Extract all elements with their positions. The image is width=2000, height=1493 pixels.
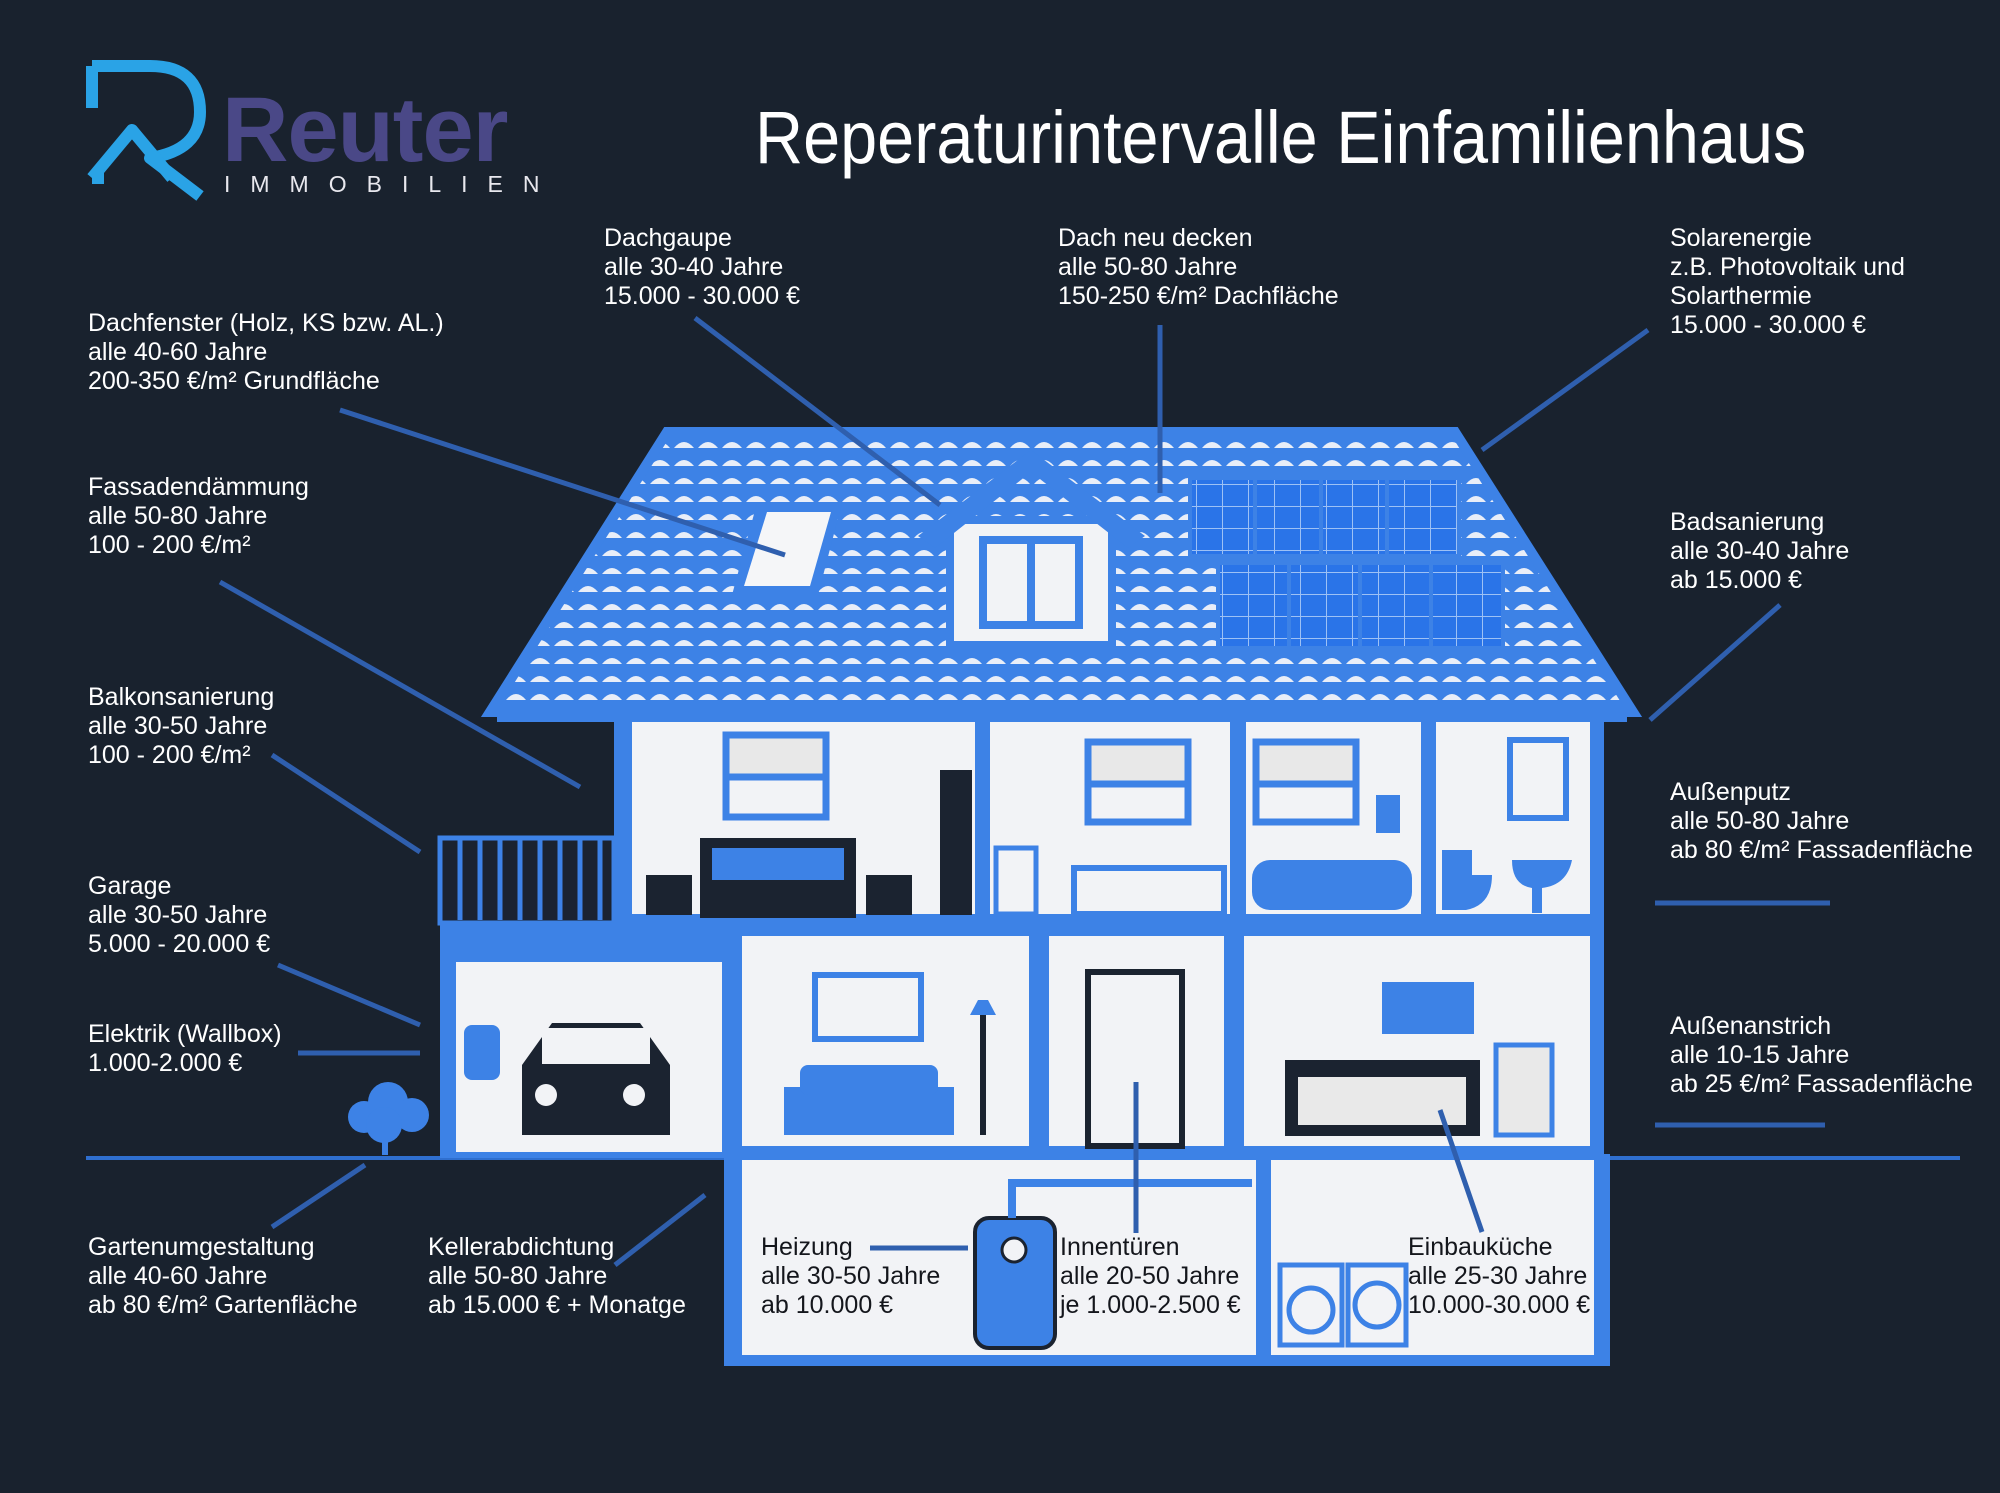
logo-mark [86,60,206,201]
label-balkon: Balkonsanierung alle 30-50 Jahre 100 - 2… [88,683,275,769]
label-anstrich: Außenanstrich alle 10-15 Jahre ab 25 €/m… [1670,1012,1973,1098]
label-solar: Solarenergie z.B. Photovoltaik und Solar… [1670,224,1905,339]
label-dach: Dach neu decken alle 50-80 Jahre 150-250… [1058,224,1339,310]
callout-lines [218,316,1830,1267]
label-bad: Badsanierung alle 30-40 Jahre ab 15.000 … [1670,508,1850,594]
skylight [732,503,842,595]
label-aussenputz: Außenputz alle 50-80 Jahre ab 80 €/m² Fa… [1670,778,1973,864]
page-title: Reperaturintervalle Einfamilienhaus [755,96,1807,179]
label-dachgaupe: Dachgaupe alle 30-40 Jahre 15.000 - 30.0… [604,224,800,310]
label-dachfenster: Dachfenster (Holz, KS bzw. AL.) alle 40-… [88,309,444,395]
upper-floor [440,720,1604,931]
label-elektrik: Elektrik (Wallbox) 1.000-2.000 € [88,1020,282,1077]
label-tueren: Innentüren alle 20-50 Jahre je 1.000-2.5… [1060,1233,1241,1319]
label-garten: Gartenumgestaltung alle 40-60 Jahre ab 8… [88,1233,358,1319]
label-fassade: Fassadendämmung alle 50-80 Jahre 100 - 2… [88,473,309,559]
dormer [918,450,1145,649]
brand-subtitle: IMMOBILIEN [224,171,560,197]
basement [724,1154,1610,1366]
brand-name: Reuter [222,79,508,181]
balcony [437,835,617,926]
label-kueche: Einbauküche alle 25-30 Jahre 10.000-30.0… [1408,1233,1591,1319]
solar-panels [1188,476,1505,650]
ground-floor [440,930,1604,1158]
label-heizung: Heizung alle 30-50 Jahre ab 10.000 € [761,1233,941,1319]
label-keller: Kellerabdichtung alle 50-80 Jahre ab 15.… [428,1233,686,1319]
bush [348,1082,429,1155]
label-garage: Garage alle 30-50 Jahre 5.000 - 20.000 € [88,872,271,958]
